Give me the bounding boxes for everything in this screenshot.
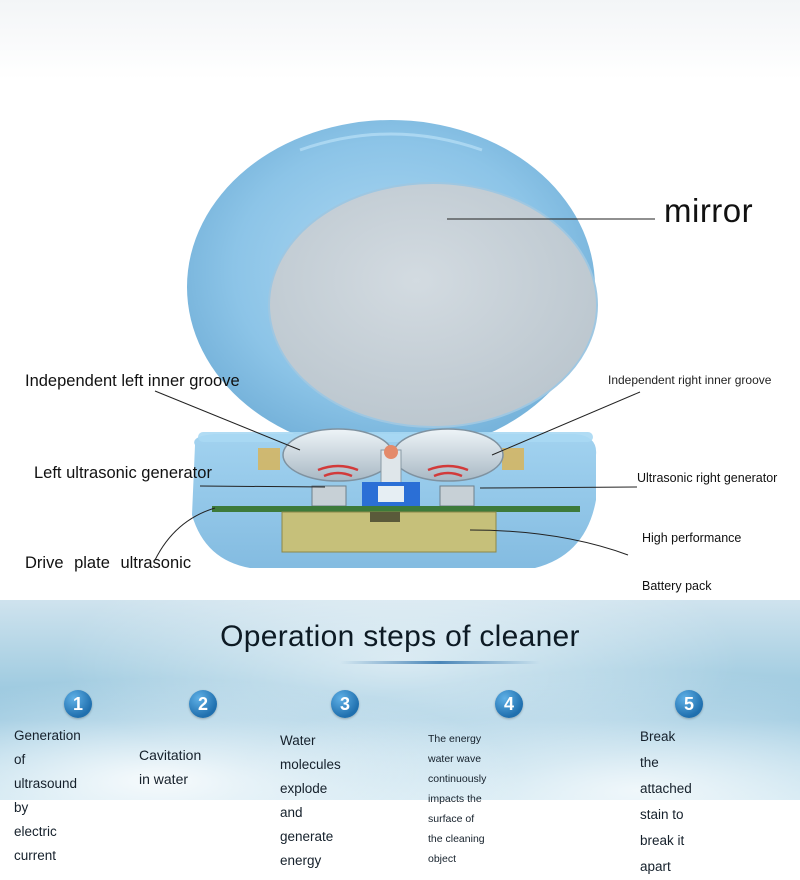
battery-pack [281,511,497,553]
left-inner-groove-label: Independent left inner groove [25,372,240,390]
left-vent [258,448,280,470]
battery-pack-label: Battery pack [642,579,712,593]
steps-title: Operation steps of cleaner [220,620,580,653]
step-number-badge: 4 [495,690,523,718]
step-text: The energy water wave continuously impac… [428,733,487,865]
right-generator-label: Ultrasonic right generator [637,471,778,485]
high-performance-label: High performance [642,531,742,545]
left-generator-label: Left ultrasonic generator [34,464,212,482]
left-groove-leader [154,390,301,451]
left-generator-leader [199,485,326,488]
top-background [0,0,800,80]
mirror [268,182,598,428]
step-number-badge: 5 [675,690,703,718]
battery-leader [469,529,629,556]
right-generator-leader [479,486,638,489]
step-text: Break the attached stain to break it apa… [640,729,692,874]
lid-top-highlight [299,132,483,152]
step-text: Generation of ultrasound by electric cur… [14,728,81,863]
right-groove-leader [491,391,641,456]
drive-plate-leader [154,507,216,561]
step-text: Cavitation in water [139,747,202,787]
steps-background [0,600,800,800]
right-vent [502,448,524,470]
left-generator [311,485,347,507]
drive-plate [212,506,580,512]
device-illustration [154,120,655,568]
right-inner-groove-label: Independent right inner groove [608,373,772,387]
title-underline [340,661,540,664]
step-text: Water molecules explode and generate ene… [280,733,341,868]
drive-plate-label: Drive plate ultrasonic [25,554,192,572]
step-number-badge: 3 [331,690,359,718]
step-number-badge: 1 [64,690,92,718]
mirror-label: mirror [664,192,754,229]
right-generator [439,485,475,507]
step-number-badge: 2 [189,690,217,718]
